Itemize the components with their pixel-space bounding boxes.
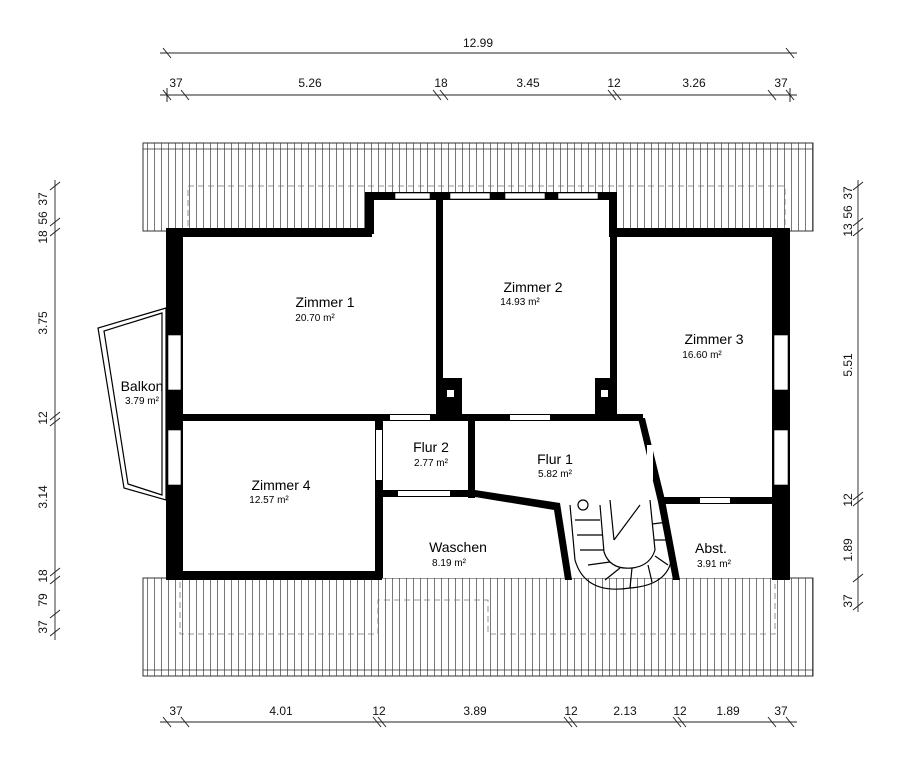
room-name-abst: Abst. bbox=[695, 540, 727, 556]
dim-top-seg-0: 37 bbox=[169, 76, 183, 90]
room-area-zimmer2: 14.93 m² bbox=[500, 297, 540, 308]
dim-bottom-seg-6: 12 bbox=[673, 704, 687, 718]
dim-top-seg-3: 3.45 bbox=[516, 76, 540, 90]
room-area-abst: 3.91 m² bbox=[697, 559, 732, 570]
dim-bottom-seg-0: 37 bbox=[169, 704, 183, 718]
room-area-flur1: 5.82 m² bbox=[538, 469, 573, 480]
dim-top-seg-1: 5.26 bbox=[298, 76, 322, 90]
balcony bbox=[97, 307, 167, 501]
room-area-balkon: 3.79 m² bbox=[125, 396, 160, 407]
dim-right-seg-2: 13 bbox=[841, 223, 855, 237]
dim-bottom-seg-5: 2.13 bbox=[613, 704, 637, 718]
dimension-right-segments: 37 56 13 5.51 12 1.89 37 bbox=[841, 180, 864, 612]
dim-bottom-seg-1: 4.01 bbox=[269, 704, 293, 718]
room-area-zimmer3: 16.60 m² bbox=[682, 350, 722, 361]
room-name-zimmer4: Zimmer 4 bbox=[251, 477, 310, 493]
room-area-waschen: 8.19 m² bbox=[432, 558, 467, 569]
dashed-outlines bbox=[179, 185, 786, 635]
room-name-waschen: Waschen bbox=[429, 539, 487, 555]
roof-bottom bbox=[142, 577, 814, 677]
dim-left-seg-3: 3.75 bbox=[36, 311, 50, 335]
room-labels: Zimmer 1 20.70 m² Zimmer 2 14.93 m² Zimm… bbox=[121, 279, 744, 570]
dim-left-seg-2: 18 bbox=[36, 230, 50, 244]
dim-top-seg-5: 3.26 bbox=[682, 76, 706, 90]
dim-left-seg-5: 3.14 bbox=[36, 485, 50, 509]
dim-right-seg-4: 12 bbox=[841, 493, 855, 507]
dimension-left-segments: 37 56 18 3.75 12 3.14 18 79 37 bbox=[36, 180, 61, 640]
dim-right-seg-5: 1.89 bbox=[841, 538, 855, 562]
dim-left-seg-8: 37 bbox=[36, 620, 50, 634]
dim-top-overall: 12.99 bbox=[463, 36, 493, 50]
dim-right-seg-3: 5.51 bbox=[841, 353, 855, 377]
room-name-zimmer2: Zimmer 2 bbox=[503, 279, 562, 295]
room-area-flur2: 2.77 m² bbox=[414, 458, 449, 469]
dim-left-seg-7: 79 bbox=[36, 593, 50, 607]
room-name-flur2: Flur 2 bbox=[413, 439, 449, 455]
dim-bottom-seg-2: 12 bbox=[372, 704, 386, 718]
dim-bottom-seg-8: 37 bbox=[774, 704, 788, 718]
dim-bottom-seg-3: 3.89 bbox=[463, 704, 487, 718]
dimension-top-overall: 12.99 bbox=[160, 36, 797, 59]
dim-left-seg-4: 12 bbox=[36, 411, 50, 425]
dim-left-seg-1: 56 bbox=[36, 211, 50, 225]
dim-top-seg-2: 18 bbox=[434, 76, 448, 90]
room-name-balkon: Balkon bbox=[121, 378, 164, 394]
room-name-flur1: Flur 1 bbox=[537, 451, 573, 467]
dim-right-seg-1: 56 bbox=[841, 205, 855, 219]
staircase bbox=[569, 499, 673, 590]
dimension-bottom-segments: 37 4.01 12 3.89 12 2.13 12 1.89 37 bbox=[160, 704, 797, 728]
dimension-top-segments: 37 5.26 18 3.45 12 3.26 37 bbox=[160, 76, 797, 102]
dim-left-seg-0: 37 bbox=[36, 192, 50, 206]
walls bbox=[166, 192, 790, 580]
dim-bottom-seg-4: 12 bbox=[564, 704, 578, 718]
dim-top-seg-6: 37 bbox=[774, 76, 788, 90]
dim-right-seg-6: 37 bbox=[841, 594, 855, 608]
dim-bottom-seg-7: 1.89 bbox=[716, 704, 740, 718]
dim-right-seg-0: 37 bbox=[841, 186, 855, 200]
room-name-zimmer1: Zimmer 1 bbox=[295, 294, 354, 310]
room-area-zimmer4: 12.57 m² bbox=[249, 495, 289, 506]
dim-left-seg-6: 18 bbox=[36, 569, 50, 583]
dim-top-seg-4: 12 bbox=[607, 76, 621, 90]
room-area-zimmer1: 20.70 m² bbox=[295, 313, 335, 324]
room-name-zimmer3: Zimmer 3 bbox=[684, 331, 743, 347]
